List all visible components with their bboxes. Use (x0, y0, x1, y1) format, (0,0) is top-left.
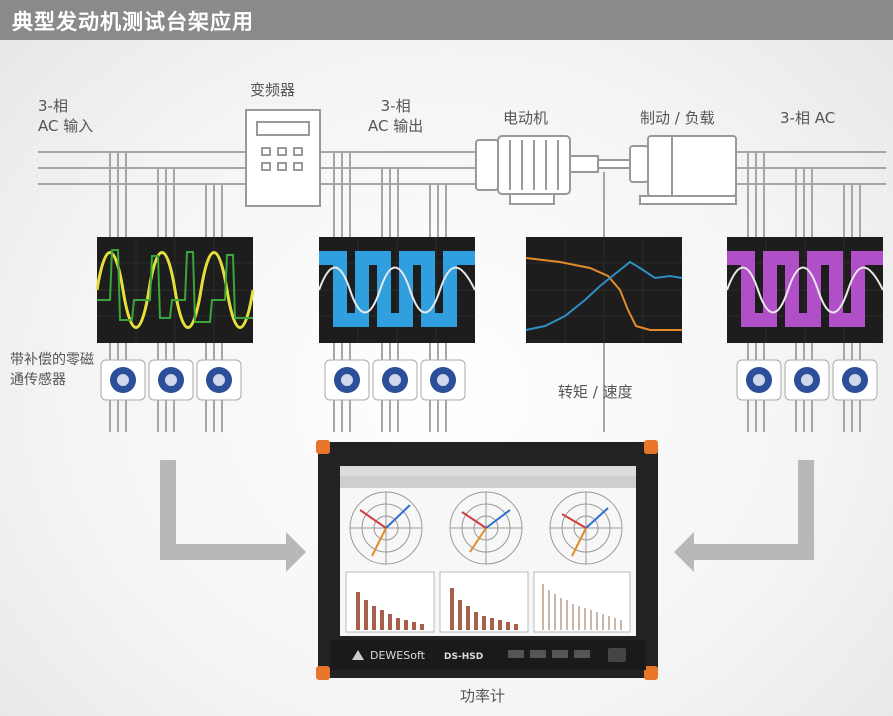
header-bar: 典型发动机测试台架应用 (0, 0, 893, 40)
test-bench-diagram: DEWESoft DS-HSD (38, 109, 886, 680)
scope-ac-right (726, 237, 884, 343)
label-ac-right: 3-相 AC (780, 109, 836, 127)
left-arrow (160, 460, 290, 560)
label-ac-output-line2: AC 输出 (368, 117, 424, 135)
label-torque-speed: 转矩 / 速度 (558, 383, 633, 401)
power-meter-device (316, 440, 658, 680)
right-arrow (690, 460, 814, 560)
inverter-box (245, 109, 321, 207)
device-model: DS-HSD (444, 652, 483, 662)
label-ac-output: 3-相 AC 输出 (368, 96, 423, 136)
label-motor: 电动机 (503, 109, 549, 127)
scope-torque-speed (525, 237, 683, 343)
device-brand: DEWESoft (370, 649, 426, 662)
scope-ac-output (318, 237, 476, 343)
label-ac-input-line1: 3-相 (38, 97, 68, 115)
scope-ac-input (95, 237, 255, 343)
label-power-meter: 功率计 (460, 687, 506, 705)
label-brake-load: 制动 / 负载 (640, 109, 715, 127)
page-title: 典型发动机测试台架应用 (12, 10, 254, 34)
brake-load-icon (629, 135, 737, 205)
label-ac-input-line2: AC 输入 (38, 117, 94, 135)
label-ac-input: 3-相 AC 输入 (38, 96, 93, 136)
motor-icon (475, 135, 599, 205)
right-arrow-head (674, 532, 694, 572)
label-sensor-line1: 带补偿的零磁 (10, 352, 94, 368)
label-inverter: 变频器 (250, 81, 296, 99)
left-arrow-head (286, 532, 306, 572)
current-sensors (100, 359, 878, 401)
label-sensor: 带补偿的零磁 通传感器 (10, 350, 94, 390)
label-sensor-line2: 通传感器 (10, 372, 66, 388)
label-ac-output-line1: 3-相 (380, 97, 411, 115)
